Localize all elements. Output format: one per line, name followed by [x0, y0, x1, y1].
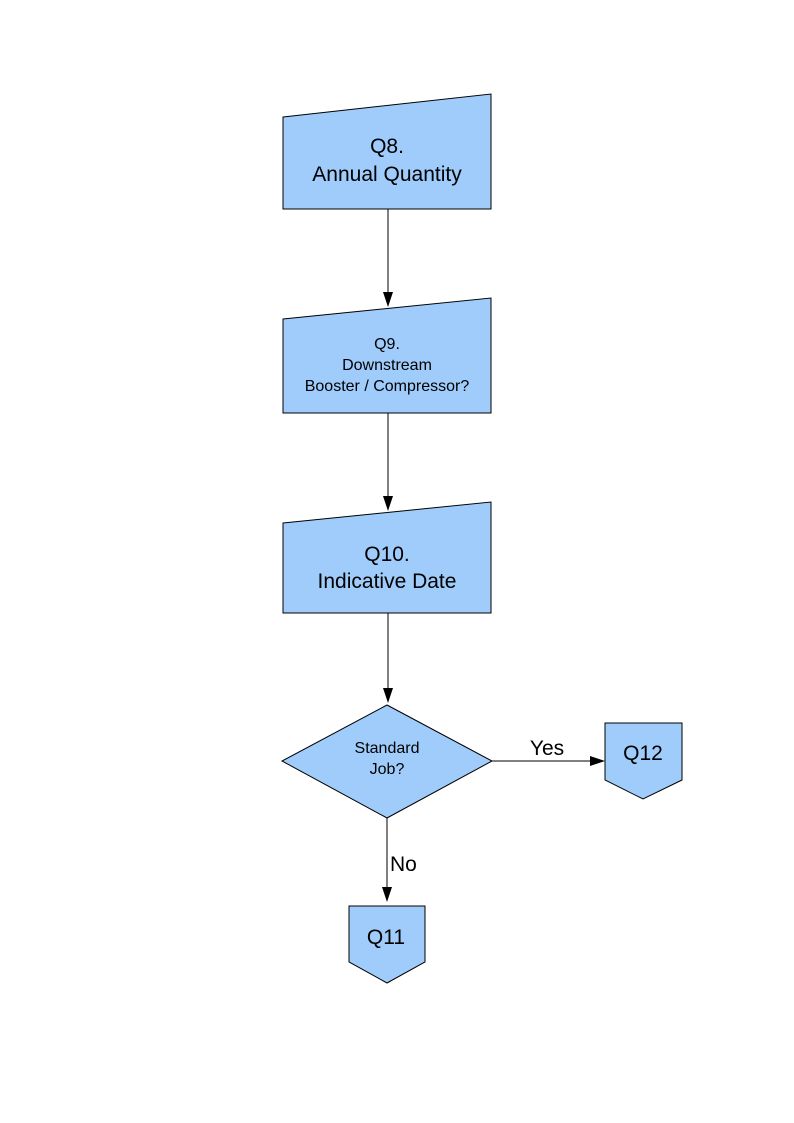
node-standard-job: Standard Job?	[280, 704, 494, 819]
q12-shape	[604, 722, 683, 800]
arrowhead-icon	[383, 496, 393, 511]
node-q9: Q9. Downstream Booster / Compressor?	[282, 297, 492, 414]
q10-label-line2: Indicative Date	[318, 570, 457, 593]
node-q8: Q8. Annual Quantity	[282, 93, 492, 210]
node-q12: Q12	[604, 722, 683, 800]
q11-shape	[348, 905, 426, 984]
q9-label-line1: Q9.	[374, 336, 400, 353]
arrowhead-icon	[590, 756, 605, 766]
connector-q9-q10	[383, 413, 393, 511]
q8-label-line1: Q8.	[370, 135, 404, 158]
connector-decision-q11: No	[382, 818, 417, 902]
yes-branch-label: Yes	[530, 737, 564, 760]
q9-label-line3: Booster / Compressor?	[305, 378, 470, 395]
connector-q10-decision	[383, 613, 393, 703]
standard-job-label-line2: Job?	[370, 761, 405, 778]
q8-shape	[282, 93, 492, 210]
node-q10: Q10. Indicative Date	[282, 501, 492, 614]
arrowhead-icon	[383, 292, 393, 307]
q10-label-line1: Q10.	[364, 543, 410, 566]
q11-label: Q11	[367, 926, 405, 949]
connector-q8-q9	[383, 209, 393, 307]
q10-shape	[282, 501, 492, 614]
q9-shape	[282, 297, 492, 414]
node-q11: Q11	[348, 905, 426, 984]
q8-label-line2: Annual Quantity	[312, 163, 462, 186]
arrowhead-icon	[382, 887, 392, 902]
no-branch-label: No	[390, 853, 417, 876]
connector-decision-q12: Yes	[492, 737, 605, 766]
q12-label: Q12	[623, 742, 663, 765]
standard-job-label-line1: Standard	[355, 740, 420, 757]
arrowhead-icon	[383, 688, 393, 703]
q9-label-line2: Downstream	[342, 357, 432, 374]
